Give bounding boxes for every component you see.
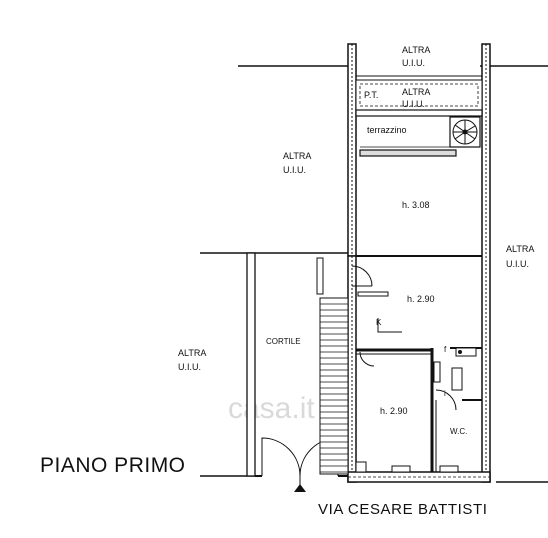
label-cortile: CORTILE (266, 337, 301, 346)
label-uiu-pt: U.I.U. (402, 99, 425, 109)
doors (351, 265, 477, 473)
label-pt: P.T. (364, 90, 378, 100)
building-walls (347, 43, 491, 483)
label-altra-pt: ALTRA (402, 87, 430, 97)
floor-title: PIANO PRIMO (40, 454, 186, 477)
site-lines (200, 65, 548, 483)
spiral-stair (449, 116, 481, 148)
street-name: VIA CESARE BATTISTI (318, 501, 488, 518)
label-uiu-top: U.I.U. (402, 58, 425, 68)
label-altra-top: ALTRA (402, 45, 430, 55)
label-altra-right: ALTRA (506, 244, 534, 254)
watermark-text: casa.it (228, 392, 315, 425)
label-altra-left-top: ALTRA (283, 151, 311, 161)
label-uiu-left-top: U.I.U. (283, 165, 306, 175)
label-f: f (444, 345, 447, 354)
staircase (319, 297, 349, 475)
label-i: i (444, 389, 446, 398)
label-k: K (376, 318, 382, 327)
label-terrazzino: terrazzino (367, 125, 407, 135)
label-altra-left: ALTRA (178, 348, 206, 358)
label-wc: W.C. (450, 427, 467, 436)
label-uiu-left: U.I.U. (178, 362, 201, 372)
room-height-lower: h. 2.90 (380, 406, 408, 416)
room-height-main: h. 3.08 (402, 200, 430, 210)
room-height-middle: h. 2.90 (407, 294, 435, 304)
label-uiu-right: U.I.U. (506, 259, 529, 269)
